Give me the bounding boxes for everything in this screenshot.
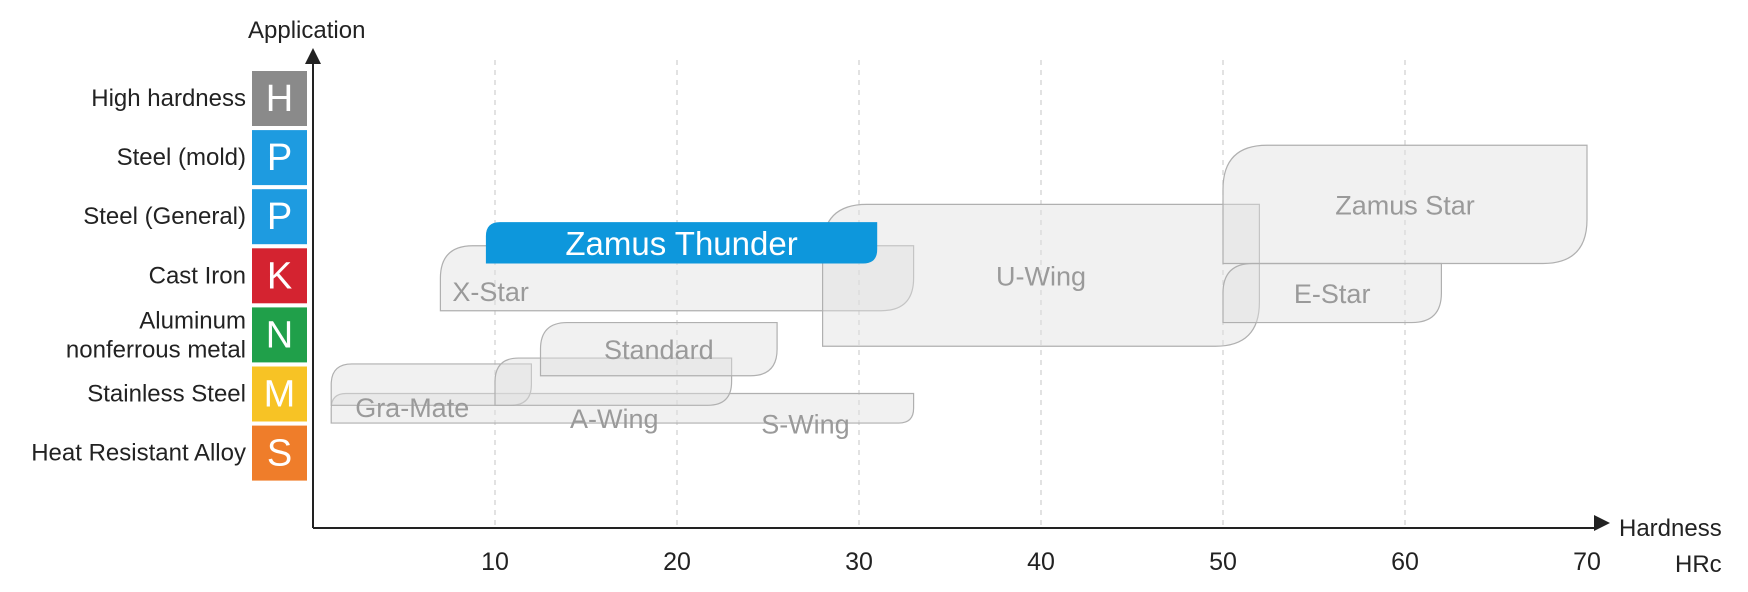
x-tick-20: 20 xyxy=(663,548,691,576)
y-axis-title: Application xyxy=(248,17,365,44)
category-badge-letter: H xyxy=(266,78,293,120)
category-label: Heat Resistant Alloy xyxy=(31,440,246,467)
y-axis-arrow xyxy=(305,48,321,64)
tool-zamus-thunder: Zamus Thunder xyxy=(485,222,878,264)
category-label: Cast Iron xyxy=(149,262,246,289)
category-badge-n xyxy=(252,307,307,363)
category-badge-k xyxy=(252,248,307,304)
x-tick-30: 30 xyxy=(845,548,873,576)
tool-range-a-wing xyxy=(494,357,733,406)
x-tick-labels: 10 20 30 40 50 60 70 xyxy=(481,548,1601,576)
tool-label-gra-mate: Gra-Mate xyxy=(355,393,469,423)
tool-range-zamus-star xyxy=(1222,144,1588,265)
x-tick-40: 40 xyxy=(1027,548,1055,576)
category-steel-general-: P Steel (General) xyxy=(83,189,307,245)
category-label: Steel (mold) xyxy=(117,144,246,171)
tool-label-a-wing: A-Wing xyxy=(570,404,659,434)
tool-label-zamus-thunder: Zamus Thunder xyxy=(565,225,797,262)
tool-range-standard xyxy=(539,321,778,377)
tool-label-u-wing: U-Wing xyxy=(996,261,1086,291)
tool-label-e-star: E-Star xyxy=(1294,279,1371,309)
x-tick-50: 50 xyxy=(1209,548,1237,576)
axes: Application Hardness HRc xyxy=(248,17,1722,578)
category-label: Steel (General) xyxy=(83,203,246,230)
tool-range-s-wing xyxy=(330,392,915,424)
category-label: nonferrous metal xyxy=(66,336,246,363)
tool-ranges: S-Wing Gra-Mate A-Wing Standard X-Star U-Wing… xyxy=(330,144,1588,440)
x-axis-unit: HRc xyxy=(1675,551,1722,578)
tool-label-standard: Standard xyxy=(604,335,714,365)
category-label: High hardness xyxy=(91,85,246,112)
x-axis-title: Hardness xyxy=(1619,515,1722,542)
category-cast-iron: K Cast Iron xyxy=(149,248,307,304)
tool-range-u-wing xyxy=(822,203,1260,347)
category-badge-h xyxy=(252,71,307,126)
category-badge-m xyxy=(252,366,307,422)
tool-label-x-star: X-Star xyxy=(452,277,529,307)
category-badge-letter: P xyxy=(267,137,292,179)
tool-label-zamus-star: Zamus Star xyxy=(1335,190,1475,220)
tool-label-s-wing: S-Wing xyxy=(761,410,850,440)
category-label: Aluminum xyxy=(139,307,246,334)
category-badge-s xyxy=(252,425,307,481)
category-badge-letter: P xyxy=(267,196,292,238)
category-badge-letter: K xyxy=(267,255,292,297)
tool-e-star: E-Star xyxy=(1222,262,1442,324)
category-high-hardness: H High hardness xyxy=(91,71,307,126)
category-badge-letter: S xyxy=(267,433,292,475)
tool-range-zamus-thunder xyxy=(485,222,878,264)
tool-u-wing: U-Wing xyxy=(822,203,1260,347)
tool-a-wing: A-Wing xyxy=(494,357,733,434)
x-axis-arrow xyxy=(1594,515,1610,531)
tool-range-e-star xyxy=(1222,262,1442,324)
category-badge-p xyxy=(252,189,307,245)
category-badge-letter: M xyxy=(264,374,296,416)
tool-s-wing: S-Wing xyxy=(330,392,915,440)
category-badge-p xyxy=(252,130,307,186)
category-steel-mold-: P Steel (mold) xyxy=(117,130,307,186)
category-stainless-steel: M Stainless Steel xyxy=(87,366,307,422)
tool-zamus-star: Zamus Star xyxy=(1222,144,1588,265)
x-tick-70: 70 xyxy=(1573,548,1601,576)
category-heat-resistant-alloy: S Heat Resistant Alloy xyxy=(31,425,307,481)
tool-standard: Standard xyxy=(539,321,778,377)
x-tick-60: 60 xyxy=(1391,548,1419,576)
category-label: Stainless Steel xyxy=(87,381,246,408)
x-tick-10: 10 xyxy=(481,548,509,576)
category-badge-letter: N xyxy=(266,314,293,356)
